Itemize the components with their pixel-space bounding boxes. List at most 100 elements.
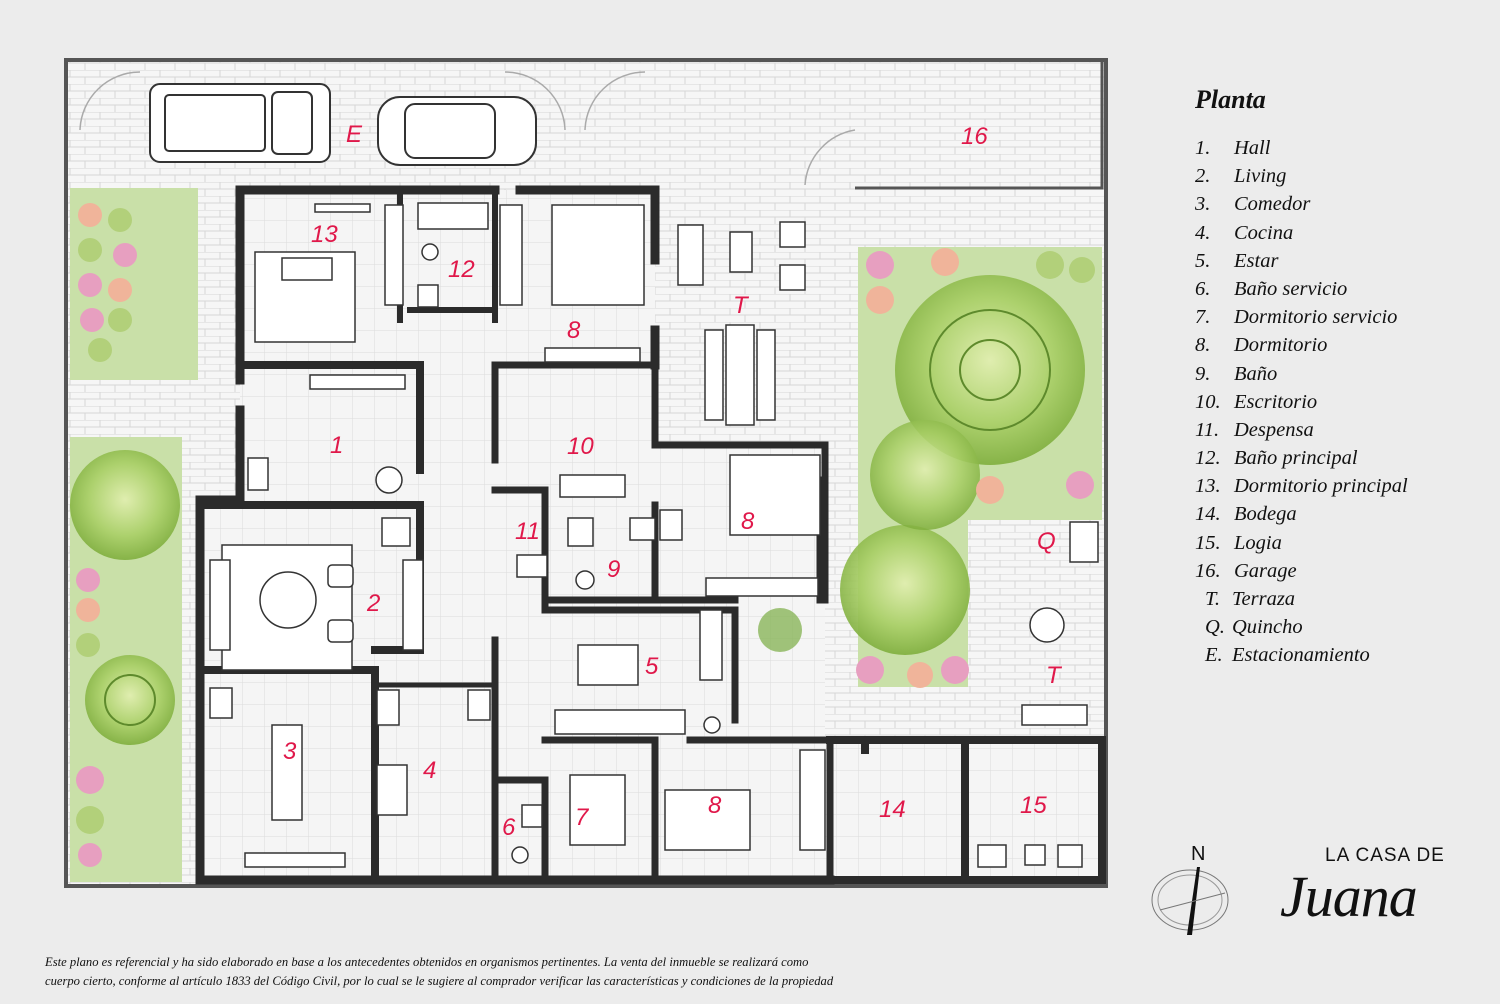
disclaimer-line1: Este plano es referencial y ha sido elab… — [45, 955, 809, 969]
terrace-table — [725, 324, 755, 426]
label-logia: 15 — [1020, 792, 1047, 819]
furniture — [209, 202, 1099, 868]
label-dormitorio-principal: 13 — [311, 221, 338, 248]
trees — [70, 275, 1085, 745]
label-living: 2 — [366, 590, 380, 617]
car-suv — [377, 96, 537, 166]
quincho-table — [1029, 607, 1065, 643]
label-garage: 16 — [961, 123, 988, 150]
stove — [376, 689, 400, 726]
bathtub — [417, 202, 489, 230]
legend-title: Planta — [1195, 85, 1266, 114]
legend-item: 10. Escritorio — [1195, 391, 1495, 419]
legend-item-name: Dormitorio servicio — [1234, 306, 1398, 329]
bed-8a — [551, 204, 645, 306]
legend-item-name: Baño — [1234, 362, 1278, 385]
legend-item-name: Baño principal — [1234, 447, 1358, 470]
label-bano: 9 — [607, 556, 620, 583]
legend-item-number: 11. — [1195, 418, 1220, 441]
label-bano-servicio: 6 — [502, 814, 516, 841]
label-dormitorio-c: 8 — [708, 792, 722, 819]
bed-8b — [729, 454, 821, 536]
legend-item: 9. Baño — [1195, 363, 1495, 391]
legend-item-name: Cocina — [1234, 221, 1294, 244]
label-hall: 1 — [330, 432, 343, 459]
legend-item: Q. Quincho — [1195, 616, 1495, 644]
living-table — [259, 571, 317, 629]
legend-item-number: 1. — [1195, 137, 1211, 159]
legend-item-number: 12. — [1195, 447, 1221, 470]
label-quincho: Q — [1037, 528, 1056, 555]
legend-item-name: Despensa — [1234, 418, 1314, 441]
brand-line1: LA CASA DE — [1325, 845, 1445, 866]
compass-rose-icon — [1151, 867, 1229, 935]
compass-north-label: N — [1191, 843, 1206, 865]
label-dormitorio-a: 8 — [567, 317, 581, 344]
label-terraza-b: T — [1046, 662, 1063, 689]
label-estar: 5 — [645, 653, 659, 680]
legend-item: 13.Dormitorio principal — [1195, 475, 1495, 503]
legend-item-name: Garage — [1234, 559, 1297, 582]
legend-item-number: 15. — [1195, 531, 1221, 554]
legend-item-number: 9. — [1195, 362, 1211, 385]
legend-item: 15.Logia — [1195, 532, 1495, 560]
label-despensa: 11 — [515, 518, 540, 545]
bed-8c — [664, 789, 751, 851]
shrubs — [76, 203, 1095, 867]
label-bodega: 14 — [879, 796, 906, 823]
legend-item-name: Bodega — [1234, 503, 1297, 526]
legend-item-number: T. — [1205, 588, 1221, 610]
label-terraza-a: T — [733, 292, 750, 319]
legend-item-number: Q. — [1205, 616, 1225, 639]
legend-item-number: 8. — [1195, 334, 1211, 357]
legend-item-number: 6. — [1195, 277, 1211, 300]
toilet-12 — [421, 243, 439, 261]
dining-table — [271, 724, 303, 821]
car-pickup — [149, 83, 331, 163]
legend-item-name: Quincho — [1232, 616, 1303, 639]
label-bano-principal: 12 — [448, 256, 475, 283]
legend-item: 8. Dormitorio — [1195, 334, 1495, 362]
legend-item: 2. Living — [1195, 165, 1495, 193]
brand-logo: LA CASA DE Juana — [1280, 845, 1480, 965]
legend-item-name: Living — [1234, 165, 1287, 188]
disclaimer-line2: cuerpo cierto, conforme al artículo 1833… — [45, 974, 834, 988]
legend-item-number: 3. — [1195, 193, 1211, 216]
legend-item: 5.Estar — [1195, 250, 1495, 278]
legend-item-number: E. — [1205, 644, 1223, 667]
legend-item: 4.Cocina — [1195, 222, 1495, 250]
legend-item-number: 16. — [1195, 559, 1221, 582]
legend-item-name: Hall — [1234, 137, 1271, 159]
label-dormitorio-servicio: 7 — [575, 804, 590, 831]
label-estacionamiento: E — [346, 121, 363, 148]
legend-item: T.Terraza — [1195, 588, 1495, 616]
hall-table — [375, 466, 403, 494]
legend-item-name: Baño servicio — [1234, 277, 1348, 300]
legend-item-number: 10. — [1195, 390, 1221, 413]
legend-item-name: Escritorio — [1234, 390, 1318, 413]
gate-arcs — [79, 71, 856, 186]
legend-item-number: 2. — [1195, 165, 1211, 188]
estar-table — [577, 644, 639, 686]
label-cocina: 4 — [423, 757, 436, 784]
master-bed — [254, 251, 356, 343]
legend-item-number: 7. — [1195, 306, 1211, 329]
hall-chair — [247, 457, 269, 491]
toilet-9 — [575, 570, 595, 590]
legend-item-name: Dormitorio — [1234, 334, 1328, 357]
legend-item: 3. Comedor — [1195, 193, 1495, 221]
toilet-6 — [511, 846, 529, 864]
legend-item: 12. Baño principal — [1195, 447, 1495, 475]
master-rug — [281, 257, 333, 281]
legend-item: 14.Bodega — [1195, 503, 1495, 531]
label-escritorio: 10 — [567, 433, 594, 460]
compass: N — [1145, 843, 1235, 935]
legend-item-name: Comedor — [1234, 193, 1311, 216]
legend-item: 7. Dormitorio servicio — [1195, 306, 1495, 334]
label-comedor: 3 — [283, 738, 297, 765]
legend-item-name: Estacionamiento — [1232, 644, 1370, 667]
legend-item: 6. Baño servicio — [1195, 278, 1495, 306]
legend-item-name: Estar — [1234, 249, 1279, 272]
brand-line2: Juana — [1280, 864, 1418, 929]
